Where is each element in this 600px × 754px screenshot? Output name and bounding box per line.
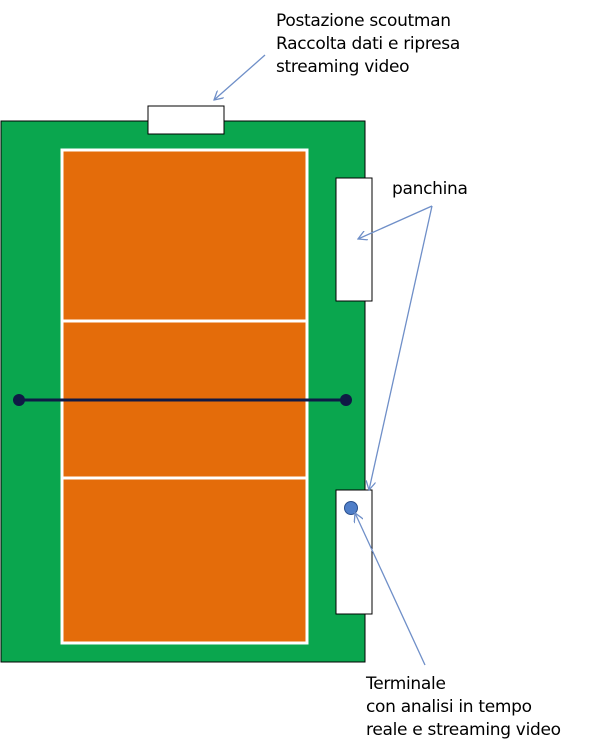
terminale-label-line2: con analisi in tempo [366, 697, 532, 717]
panchina-label-line1: panchina [392, 179, 468, 199]
bench-top [335, 177, 373, 302]
scoutman-label-line1: Postazione scoutman [276, 11, 451, 31]
arrow-terminale [355, 513, 426, 666]
terminale-label-line3: reale e streaming video [366, 720, 561, 740]
terminal-dot [344, 501, 358, 515]
terminale-label: Terminale con analisi in tempo reale e s… [366, 673, 561, 742]
scoutman-label-line2: Raccolta dati e ripresa [276, 34, 460, 54]
court [60, 148, 309, 645]
arrow-panchina-top [358, 205, 433, 239]
scoutman-label: Postazione scoutman Raccolta dati e ripr… [276, 10, 460, 79]
terminale-label-line1: Terminale [366, 674, 446, 694]
panchina-label: panchina [392, 178, 468, 201]
scoutman-label-line3: streaming video [276, 57, 410, 77]
arrow-scoutman [214, 54, 266, 100]
scoutman-station [147, 105, 225, 135]
net-post-right [340, 394, 352, 406]
arrow-panchina-bottom [369, 205, 433, 490]
net-post-left [13, 394, 25, 406]
